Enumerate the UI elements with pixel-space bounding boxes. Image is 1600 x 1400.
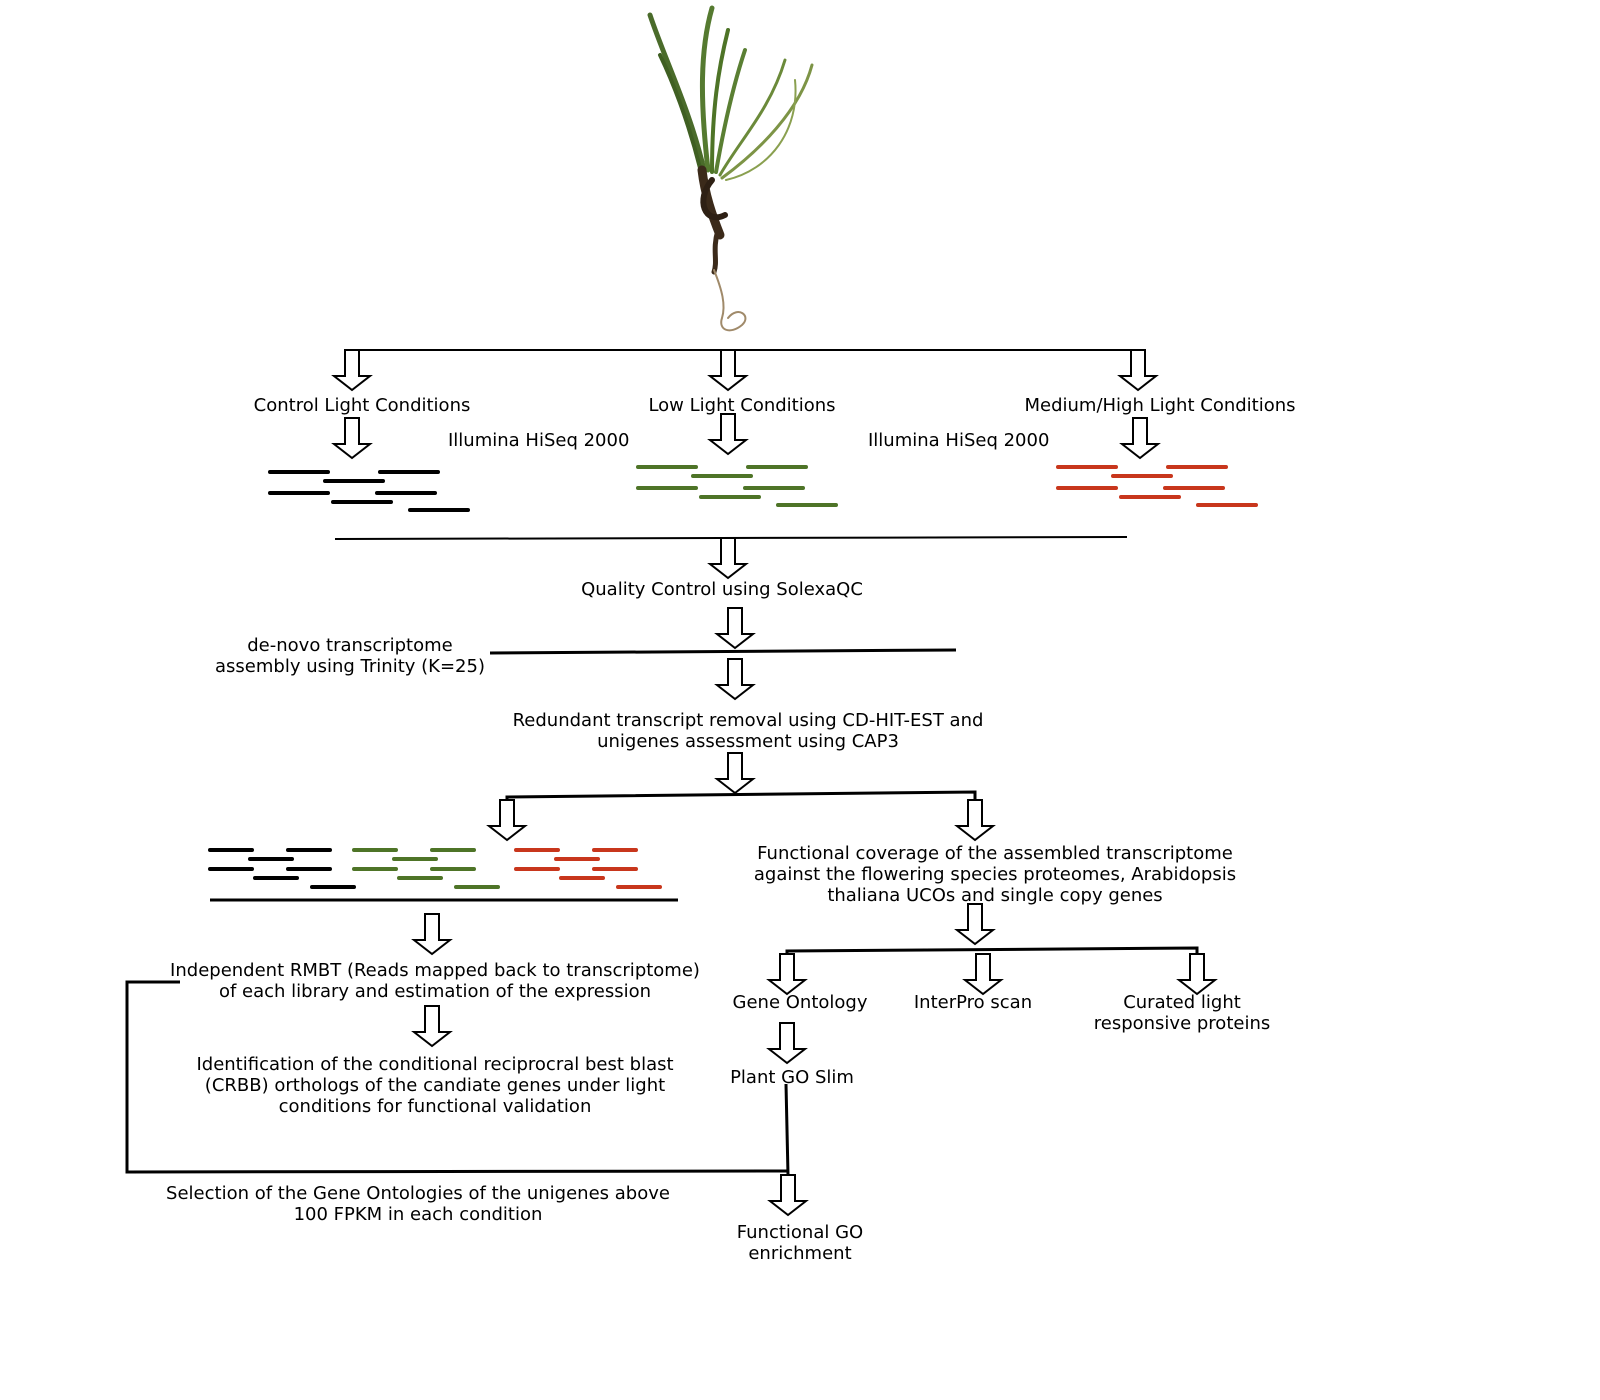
high-condition-label: Medium/High Light Conditions	[1024, 395, 1296, 416]
qc-step-label: Quality Control using SolexaQC	[581, 579, 863, 600]
annotation-branch-line	[785, 946, 1199, 954]
low-condition-label: Low Light Conditions	[648, 395, 836, 416]
arrow-to-mapped-reads	[486, 799, 528, 842]
arrow-to-qc	[707, 537, 749, 580]
interpro-label: InterPro scan	[913, 992, 1033, 1013]
sequencing-reads	[208, 465, 1258, 889]
arrow-control-reads	[331, 417, 373, 460]
arrow-to-go	[766, 953, 808, 996]
arrow-to-coverage	[954, 799, 996, 842]
control-condition-label: Control Light Conditions	[253, 395, 471, 416]
gene-ontology-label: Gene Ontology	[732, 992, 868, 1013]
feedback-loop-line	[125, 980, 789, 1174]
assembly-line	[489, 648, 957, 655]
arrow-to-rmbt	[411, 913, 453, 956]
selection-step-label: Selection of the Gene Ontologies of the …	[166, 1183, 670, 1225]
coverage-step-label: Functional coverage of the assembled tra…	[753, 843, 1237, 906]
control-reads	[268, 470, 470, 512]
arrow-low-reads	[707, 413, 749, 456]
rmbt-step-label: Independent RMBT (Reads mapped back to t…	[170, 960, 700, 1002]
arrow-to-interpro	[962, 953, 1004, 996]
high-reads-mapped	[514, 848, 662, 889]
low-reads	[636, 465, 838, 507]
plant-go-slim-label: Plant GO Slim	[730, 1067, 854, 1088]
goslim-to-enrichment-line	[784, 1083, 790, 1176]
curated-proteins-label: Curated light responsive proteins	[1093, 992, 1271, 1034]
redundancy-step-label: Redundant transcript removal using CD-HI…	[512, 710, 984, 752]
assembly-step-label: de-novo transcriptome assembly using Tri…	[215, 635, 485, 677]
enrichment-label: Functional GO enrichment	[736, 1222, 864, 1264]
arrow-to-assembly	[714, 607, 756, 650]
high-reads	[1056, 465, 1258, 507]
split-branch-line	[505, 790, 977, 800]
grass-plant-icon	[647, 5, 814, 332]
arrow-to-split	[714, 752, 756, 795]
arrow-to-goslim	[766, 1022, 808, 1065]
low-reads-mapped	[352, 848, 500, 889]
arrow-to-annotation	[954, 903, 996, 946]
connector-lines	[125, 536, 1199, 1176]
arrow-to-low	[707, 349, 749, 392]
arrow-high-reads	[1119, 417, 1161, 460]
crbb-step-label: Identification of the conditional recipr…	[196, 1054, 674, 1117]
arrow-to-enrichment	[767, 1174, 809, 1217]
arrow-to-crbb	[411, 1005, 453, 1048]
arrow-to-curated	[1176, 953, 1218, 996]
sequencer-label-right: Illumina HiSeq 2000	[868, 430, 1050, 451]
arrow-to-control	[331, 349, 373, 392]
merge-line	[334, 536, 1128, 540]
arrow-to-high	[1117, 349, 1159, 392]
arrow-to-redundancy	[714, 658, 756, 701]
flow-arrows	[331, 349, 1218, 1217]
sequencer-label-left: Illumina HiSeq 2000	[448, 430, 630, 451]
control-reads-mapped	[208, 848, 356, 889]
